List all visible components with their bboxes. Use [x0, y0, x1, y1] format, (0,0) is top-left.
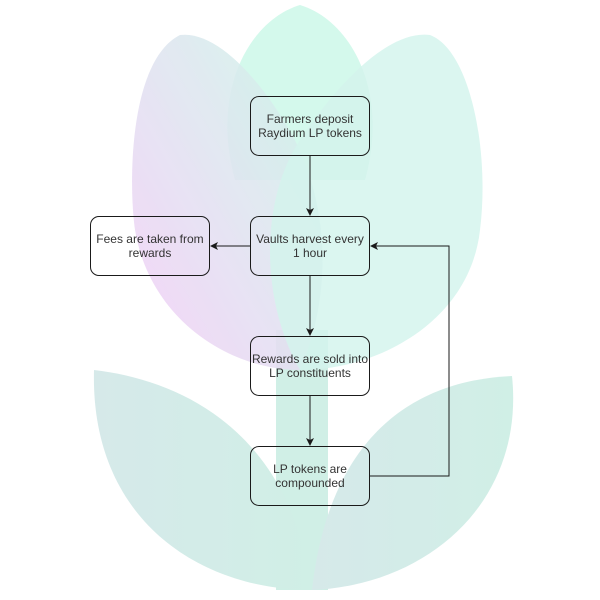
node-lp-compounded[interactable]: LP tokens are compounded — [250, 446, 370, 506]
node-rewards-sold[interactable]: Rewards are sold into LP constituents — [250, 336, 370, 396]
node-vaults-harvest[interactable]: Vaults harvest every 1 hour — [250, 216, 370, 276]
tulip-leaf-left — [93, 370, 312, 590]
node-fees-taken[interactable]: Fees are taken from rewards — [90, 216, 210, 276]
node-farmers-deposit[interactable]: Farmers deposit Raydium LP tokens — [250, 96, 370, 156]
edge-compound-to-harvest — [370, 242, 450, 477]
tulip-petal-right — [270, 34, 483, 371]
tulip-leaf-right — [312, 376, 514, 590]
